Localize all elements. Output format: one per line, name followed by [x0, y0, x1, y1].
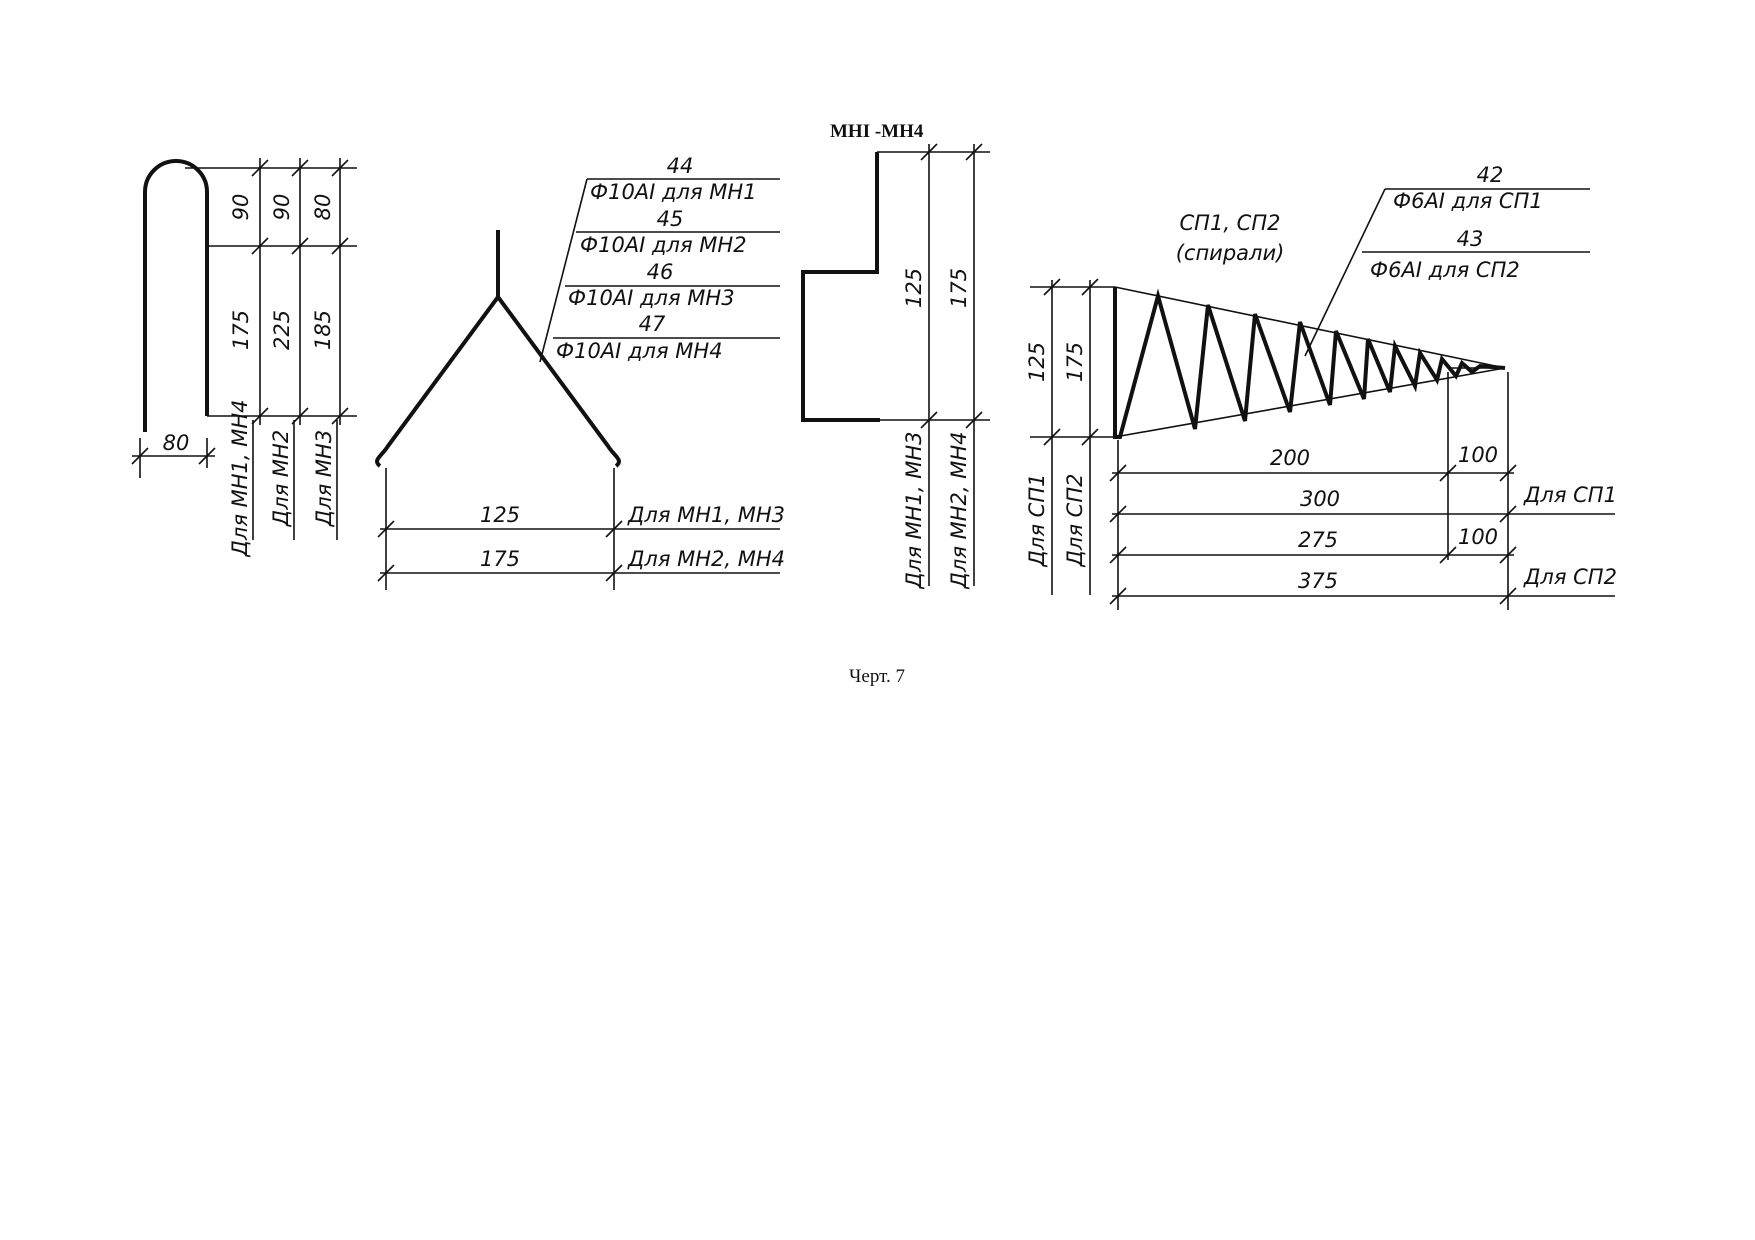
u-bar-top-dim-3: 80 [311, 194, 335, 221]
spiral-row3-dim-1: 275 [1298, 528, 1338, 552]
v-bar-figure: 44 Ф10АI для МН1 45 Ф10АI для МН2 46 Ф10… [375, 154, 785, 590]
v-callout-spec-2: Ф10АI для МН2 [580, 233, 747, 257]
z-bar-dim-1: 125 [902, 268, 926, 308]
spiral-bottom-envelope [1114, 367, 1506, 438]
spiral-variant-2: Для СП2 [1063, 474, 1087, 568]
v-callout-spec-4: Ф10АI для МН4 [556, 339, 723, 363]
spiral-row1-dim-1: 200 [1270, 446, 1310, 470]
z-bar-variant-2: Для МН2, МН4 [947, 431, 971, 589]
spiral-row1-dim-2: 100 [1458, 443, 1498, 467]
spiral-callout-number-1: 42 [1477, 163, 1504, 187]
u-bar-figure: 80 90 90 80 175 225 185 Для МН1, МН4 Для… [131, 158, 357, 558]
v-span-value-1: 125 [480, 503, 520, 527]
u-bar-width-label: 80 [163, 431, 190, 455]
v-callout-number-2: 45 [657, 207, 684, 231]
spiral-title-line1: СП1, СП2 [1180, 211, 1281, 235]
spiral-figure: СП1, СП2 (спирали) 42 Ф6АI для СП1 43 Ф6… [1025, 163, 1617, 610]
drawing-caption: Черт. 7 [849, 666, 905, 687]
u-bar-top-dim-1: 90 [229, 194, 253, 221]
u-bar-variant-3: Для МН3 [312, 430, 336, 527]
u-bar-top-dim-2: 90 [270, 194, 294, 221]
v-callout-spec-3: Ф10АI для МН3 [568, 286, 735, 310]
u-bar-shape [143, 159, 209, 432]
spiral-title-line2: (спирали) [1176, 241, 1285, 265]
v-callout-number-4: 47 [639, 312, 666, 336]
v-callout-spec-1: Ф10АI для МН1 [590, 180, 757, 204]
drawing-title: МНI -МН4 [830, 121, 924, 142]
u-bar-variant-2: Для МН2 [269, 430, 293, 527]
u-bar-leg-dim-2: 225 [270, 310, 294, 350]
spiral-row4-dim: 375 [1298, 569, 1338, 593]
z-bar-variant-1: Для МН1, МН3 [902, 431, 926, 589]
spiral-zigzag [1113, 287, 1506, 439]
v-span-label-1: Для МН1, МН3 [627, 503, 785, 527]
spiral-row2-label: Для СП1 [1523, 483, 1617, 507]
u-bar-leg-dim-1: 175 [229, 310, 253, 350]
v-bar-left-leg [375, 230, 500, 468]
spiral-row4-label: Для СП2 [1523, 565, 1617, 589]
v-span-label-2: Для МН2, МН4 [627, 547, 785, 571]
spiral-height-1: 125 [1025, 342, 1049, 382]
z-bar-figure: 125 175 Для МН1, МН3 Для МН2, МН4 [801, 143, 990, 590]
v-callout-number-3: 46 [647, 260, 674, 284]
v-callout-number-1: 44 [667, 154, 694, 178]
v-bar-right-leg [496, 295, 621, 468]
spiral-variant-1: Для СП1 [1025, 474, 1049, 568]
spiral-row2-dim: 300 [1300, 487, 1340, 511]
spiral-callout-spec-2: Ф6АI для СП2 [1370, 258, 1520, 282]
v-span-value-2: 175 [480, 547, 520, 571]
spiral-height-2: 175 [1063, 342, 1087, 382]
z-bar-dim-2: 175 [947, 268, 971, 308]
u-bar-variant-1: Для МН1, МН4 [228, 399, 252, 557]
spiral-callout-number-2: 43 [1457, 227, 1484, 251]
u-bar-leg-dim-3: 185 [311, 310, 335, 350]
spiral-top-envelope [1114, 286, 1506, 369]
spiral-callout-spec-1: Ф6АI для СП1 [1393, 189, 1543, 213]
spiral-row3-dim-2: 100 [1458, 525, 1498, 549]
z-bar-shape [801, 152, 880, 422]
